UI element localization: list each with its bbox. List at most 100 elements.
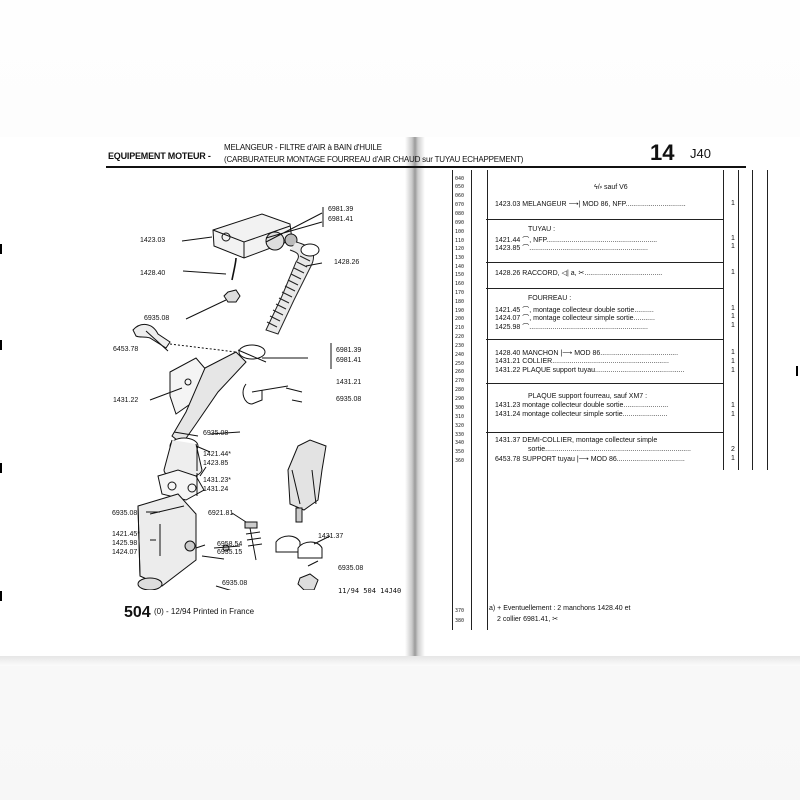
part-row-240: 1428.40 MANCHON |⟶ MOD 86...............… [495,350,679,357]
row-number: 120 [455,246,465,252]
exploded-parts-diagram [132,207,332,590]
part-row-300: 1431.23 montage collecteur double sortie… [495,402,669,409]
section-title: EQUIPEMENT MOTEUR - [108,151,211,161]
group-title-fourreau: FOURREAU : [528,295,572,302]
footnote-line-1: a) + Eventuellement : 2 manchons 1428.40… [489,605,631,612]
row-number: 290 [455,396,465,402]
diagram-label: 1428.40 [140,270,166,277]
row-number: 060 [455,193,465,199]
diagram-label: 1425.98 [112,540,138,547]
row-number: 230 [455,343,465,349]
diagram-label: 6981.41 [336,357,362,364]
group-title-plaque: PLAQUE support fourreau, sauf XM7 : [528,393,648,400]
row-number: 350 [455,449,465,455]
row-number: 190 [455,308,465,314]
diagram-label: 1421.45* [112,531,141,538]
row-number: 130 [455,255,465,261]
part-row-070: 1423.03 MELANGEUR ⟶| MOD 86, NFP........… [495,201,686,208]
column-rule [471,170,472,630]
cut-symbol-icon: ◁| [561,270,569,277]
row-number: 070 [455,202,465,208]
column-rule [487,170,488,630]
row-number: 080 [455,211,465,217]
quantity: 1 [731,402,735,409]
part-row-110: 1421.44 ⌒, NFP..........................… [495,237,658,244]
diagram-label: 6935.08 [336,396,362,403]
diagram-label: 1428.26 [334,259,360,266]
part-row-260: 1431.22 PLAQUE support tuyau............… [495,367,685,374]
quantity: 1 [731,200,735,207]
hose-shape-icon: ⌒ [522,315,530,322]
part-row-340: 1431.37 DEMI-COLLIER, montage collecteur… [495,437,658,444]
row-number: 320 [455,423,465,429]
row-number: 160 [455,281,465,287]
book-gutter [405,137,425,660]
diagram-label: 6958.54 [217,541,243,548]
diagram-label: 6981.41 [328,216,354,223]
quantity: 1 [731,322,735,329]
edge-mark [0,340,2,350]
hose-shape-icon: ⌒ [522,324,530,331]
row-number: 180 [455,299,465,305]
hose-symbol-icon: ϟ/⸗ [594,184,602,191]
reference-stamp: 11/94 504 14J40 [338,587,402,595]
quantity: 2 [731,446,735,453]
edge-mark [0,591,2,601]
subtitle-line-2: (CARBURATEUR MONTAGE FOURREAU d'AIR CHAU… [224,155,524,164]
diagram-label: 1421.44* [203,451,232,458]
row-number: 220 [455,334,465,340]
subtitle-line-1: MELANGEUR - FILTRE d'AIR à BAIN d'HUILE [224,143,382,152]
edge-mark [0,463,2,473]
quantity: 1 [731,411,735,418]
row-number: 100 [455,229,465,235]
row-number: 370 [455,608,465,614]
quantity: 1 [731,455,735,462]
diagram-label: 6935.08 [338,565,364,572]
row-rule [486,262,724,263]
diagram-label: 1431.21 [336,379,362,386]
row-number: 210 [455,325,465,331]
quantity: 1 [731,269,735,276]
diagram-label: 1423.85 [203,460,229,467]
row-number: 380 [455,618,465,624]
quantity: 1 [731,358,735,365]
column-rule [752,170,753,470]
diagram-label: 1431.37 [318,533,344,540]
quantity: 1 [731,313,735,320]
edge-mark [796,366,798,376]
row-number: 260 [455,369,465,375]
model-applicability: ϟ/⸗ sauf V6 [594,184,628,191]
column-rule [452,170,453,630]
row-rule [486,339,724,340]
quantity: 1 [731,235,735,242]
row-number: 340 [455,440,465,446]
part-row-350: sortie..................................… [528,446,691,453]
part-row-210: 1425.98 ⌒...............................… [495,324,648,331]
diagram-label: 1431.23* [203,477,232,484]
scissors-icon: ✂ [578,270,585,277]
diagram-label: 6921.81 [208,510,234,517]
row-rule [486,288,724,289]
diagram-label: 6981.39 [328,206,354,213]
edge-mark [0,244,2,254]
diagram-label: 6935.15 [217,549,243,556]
hose-shape-icon: ⌒ [522,307,530,314]
column-rule [767,170,768,470]
diagram-label: 1431.22 [113,397,139,404]
row-rule [486,383,724,384]
row-number: 300 [455,405,465,411]
model-arrow-icon: |⟶ [560,350,573,357]
model-arrow-icon: |⟶ [576,456,589,463]
right-page [412,137,800,660]
row-number: 280 [455,387,465,393]
diagram-label: 6453.78 [113,346,139,353]
group-title-tuyau: TUYAU : [528,226,556,233]
model-arrow-icon: ⟶| [568,201,581,208]
part-row-310: 1431.24 montage collecteur simple sortie… [495,411,668,418]
footnote-line-2: 2 collier 6981.41, ✂ [497,616,559,623]
row-number: 040 [455,176,465,182]
part-row-190: 1421.45 ⌒, montage collecteur double sor… [495,307,654,314]
column-rule [738,170,739,470]
diagram-label: 1424.07 [112,549,138,556]
column-rule [723,170,724,470]
